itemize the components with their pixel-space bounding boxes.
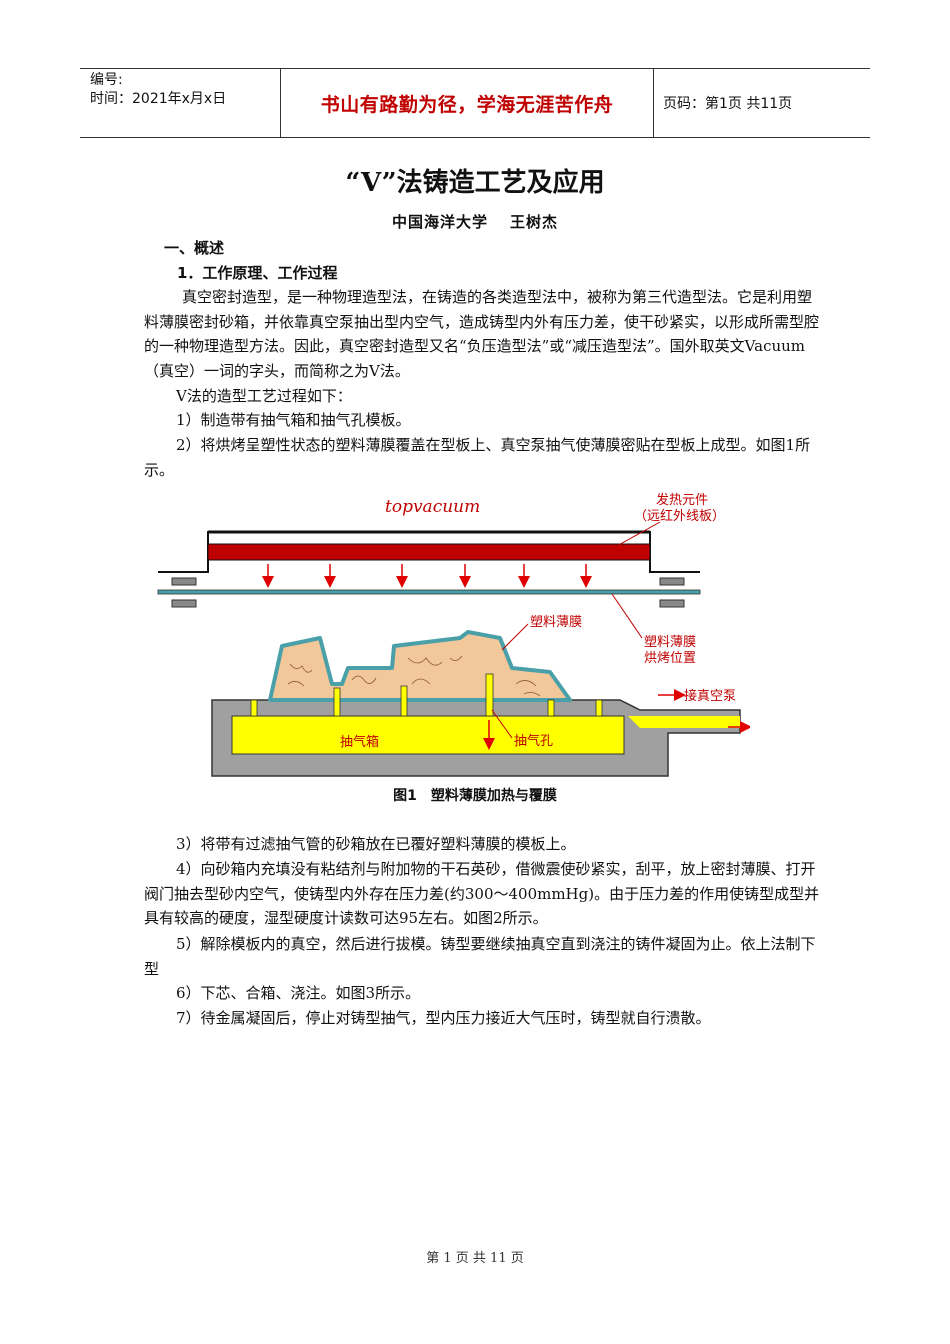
caption-number: 图1	[393, 788, 417, 804]
author-org: 中国海洋大学	[391, 213, 488, 231]
header-meta-cell: 编号: 时间：2021年x月x日	[80, 69, 280, 137]
motto-text: 书山有路勤为径，学海无涯苦作舟	[320, 93, 614, 116]
header-motto-cell: 书山有路勤为径，学海无涯苦作舟	[280, 69, 654, 137]
right-clamp-lower	[659, 599, 685, 608]
step-3: 3）将带有过滤抽气管的砂箱放在已覆好塑料薄膜的模板上。	[176, 835, 576, 853]
right-clamp	[659, 577, 685, 586]
figure-film-heating: topvacuum 发热元件 （远红外线板）	[157, 492, 750, 777]
label-topvacuum: topvacuum	[385, 497, 480, 517]
left-clamp	[171, 577, 197, 586]
page-info: 页码：第1页 共11页	[663, 96, 793, 112]
vent-holes	[250, 673, 603, 717]
author-name: 王树杰	[510, 213, 559, 231]
step-6: 6）下芯、合箱、浇注。如图3所示。	[176, 984, 421, 1002]
caption-text: 塑料薄膜加热与覆膜	[430, 788, 557, 804]
heater-label: 发热元件	[656, 492, 708, 508]
step-1: 1）制造带有抽气箱和抽气孔模板。	[176, 411, 411, 429]
hole-label: 抽气孔	[514, 733, 553, 749]
pattern-with-film	[268, 630, 572, 702]
section-heading: 一、概述	[164, 239, 225, 257]
left-clamp-lower	[171, 599, 197, 608]
paragraph-process: V法的造型工艺过程如下：	[176, 387, 352, 405]
plastic-film	[157, 589, 701, 595]
step-4: 4）向砂箱内充填没有粘结剂与附加物的干石英砂，借微震使砂紧实，刮平，放上密封薄膜…	[144, 860, 820, 927]
header-table: 编号: 时间：2021年x月x日 书山有路勤为径，学海无涯苦作舟 页码：第1页 …	[80, 68, 870, 138]
author-line: 中国海洋大学 王树杰	[0, 211, 950, 232]
box-label: 抽气箱	[340, 734, 379, 750]
heater-sublabel: （远红外线板）	[634, 508, 725, 524]
film-label: 塑料薄膜	[530, 615, 582, 630]
step-2: 2）将烘烤呈塑性状态的塑料薄膜覆盖在型板上、真空泵抽气使薄膜密贴在型板上成型。如…	[144, 436, 811, 479]
time-label: 时间：2021年x月x日	[90, 91, 227, 107]
page-footer: 第 1 页 共 11 页	[426, 1251, 524, 1266]
vacuum-label: 接真空泵	[684, 688, 736, 704]
figure-caption: 图1 塑料薄膜加热与覆膜	[0, 785, 950, 805]
step-7: 7）待金属凝固后，停止对铸型抽气，型内压力接近大气压时，铸型就自行溃散。	[176, 1009, 711, 1027]
vacuum-box	[231, 715, 625, 755]
document-title: “V”法铸造工艺及应用	[345, 168, 605, 198]
heat-arrows	[262, 564, 592, 588]
film-heat-label-2: 烘烤位置	[644, 651, 696, 666]
paragraph-intro: 真空密封造型，是一种物理造型法，在铸造的各类造型法中，被称为第三代造型法。它是利…	[144, 288, 820, 380]
subsection-heading: 1．工作原理、工作过程	[177, 264, 338, 282]
number-label: 编号:	[90, 72, 123, 88]
heater-element	[207, 543, 651, 561]
step-5: 5）解除模板内的真空，然后进行拔模。铸型要继续抽真空直到浇注的铸件凝固为止。依上…	[144, 935, 816, 978]
film-heat-label: 塑料薄膜	[644, 635, 696, 650]
